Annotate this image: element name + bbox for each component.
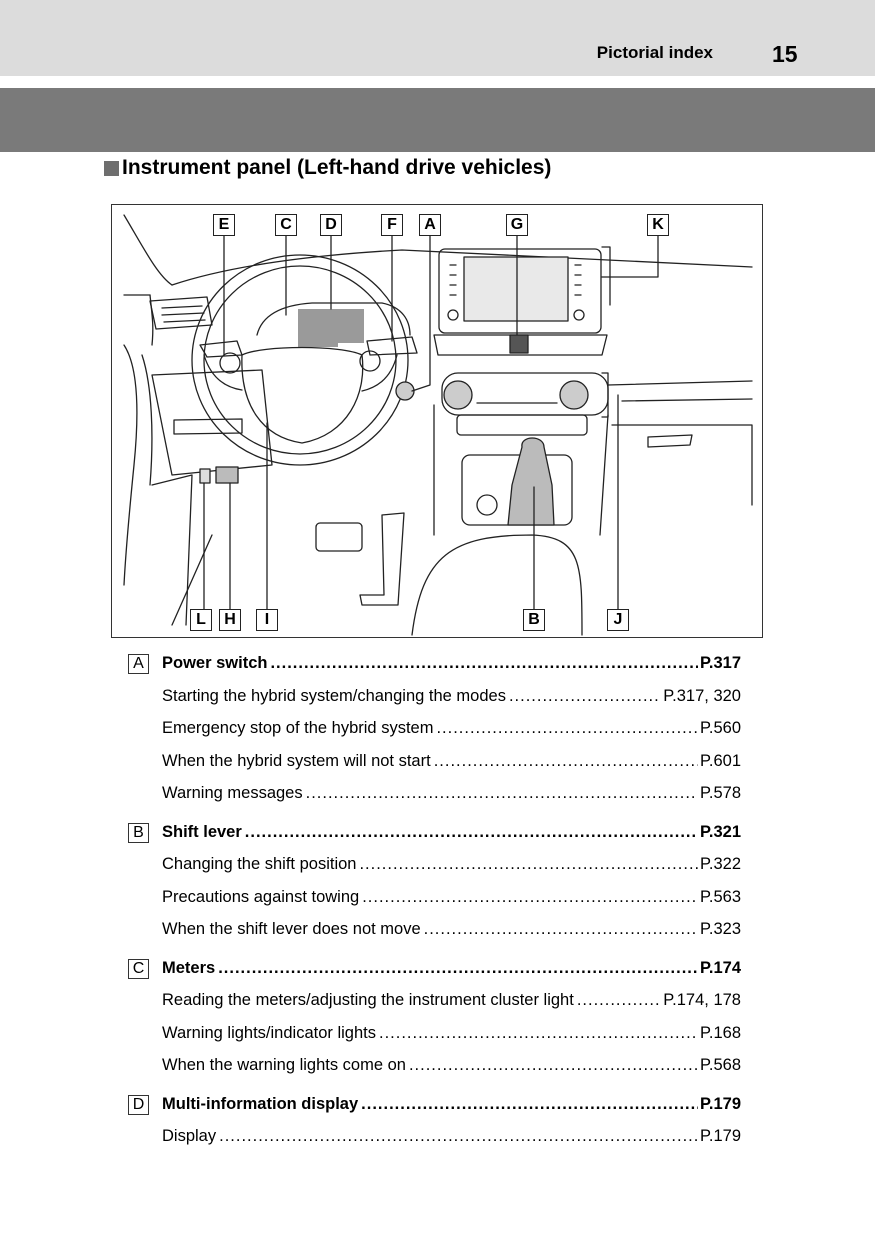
entry-sub-text: Emergency stop of the hybrid system [162, 719, 437, 738]
callout-j: J [607, 609, 629, 631]
dot-leader [245, 823, 698, 842]
dot-leader [219, 1127, 698, 1146]
callout-e: E [213, 214, 235, 236]
dot-leader [359, 855, 698, 874]
instrument-panel-illustration: E C D F A G K L H I B J [111, 204, 763, 638]
entry-sub-row[interactable]: Display P.179 [162, 1127, 741, 1160]
entry-title-row[interactable]: Power switch P.317 [162, 654, 741, 687]
page-ref: P.321 [700, 822, 741, 841]
page-ref: P.168 [700, 1023, 741, 1042]
entry-group-c: C Meters P.174 Reading the meters/adjust… [126, 958, 746, 1089]
entry-group-d: D Multi-information display P.179 Displa… [126, 1094, 746, 1160]
entry-letter: A [128, 654, 149, 674]
dot-leader [509, 687, 661, 706]
dot-leader [409, 1056, 698, 1075]
entry-sub-row[interactable]: When the hybrid system will not start P.… [162, 751, 741, 785]
entry-sub-row[interactable]: Changing the shift position P.322 [162, 855, 741, 888]
section-heading: Instrument panel (Left-hand drive vehicl… [104, 156, 551, 180]
entry-sub-text: Starting the hybrid system/changing the … [162, 686, 509, 706]
dot-leader [379, 1024, 698, 1043]
header-band [0, 88, 875, 152]
page-ref: P.568 [700, 1056, 741, 1074]
page-ref: P.179 [700, 1127, 741, 1145]
dot-leader [436, 719, 698, 738]
entry-letter: B [128, 822, 149, 843]
dot-leader [434, 752, 698, 771]
callout-a: A [419, 214, 441, 236]
entry-sub-text: Warning lights/indicator lights [162, 1023, 379, 1043]
callout-l: L [190, 609, 212, 631]
entry-sub-row[interactable]: Precautions against towing P.563 [162, 887, 741, 921]
page-ref: P.179 [700, 1094, 741, 1113]
section-label: Pictorial index [596, 43, 713, 62]
entry-title: Meters [162, 958, 219, 978]
dot-leader [270, 654, 698, 673]
index-entries: A Power switch P.317 Starting the hybrid… [126, 654, 746, 1166]
page-ref: P.317, 320 [663, 686, 741, 705]
entry-sub-text: Warning messages [162, 784, 306, 803]
entry-sub-row[interactable]: When the shift lever does not move P.323 [162, 920, 741, 953]
callout-c: C [275, 214, 297, 236]
dot-leader [218, 959, 698, 978]
entry-title-row[interactable]: Shift lever P.321 [162, 822, 741, 856]
page-ref: P.323 [700, 920, 741, 938]
page-ref: P.174, 178 [663, 991, 741, 1009]
entry-title: Power switch [162, 654, 271, 673]
entry-sub-row[interactable]: When the warning lights come on P.568 [162, 1056, 741, 1089]
entry-sub-text: Precautions against towing [162, 887, 363, 907]
page-ref: P.322 [700, 855, 741, 873]
entry-sub-text: Display [162, 1127, 220, 1146]
entry-sub-text: When the warning lights come on [162, 1056, 409, 1075]
entry-letter: D [128, 1094, 149, 1115]
header-bar: Pictorial index 15 [0, 0, 875, 76]
dot-leader [361, 1095, 698, 1114]
entry-letter: C [128, 958, 149, 979]
entry-sub-row[interactable]: Warning lights/indicator lights P.168 [162, 1023, 741, 1057]
page-ref: P.578 [700, 784, 741, 802]
entry-title: Multi-information display [162, 1094, 362, 1114]
page-ref: P.174 [700, 958, 741, 977]
page-ref: P.601 [700, 751, 741, 770]
callout-g: G [506, 214, 528, 236]
entry-title-row[interactable]: Multi-information display P.179 [162, 1094, 741, 1128]
entry-title: Shift lever [162, 822, 245, 842]
callout-b: B [523, 609, 545, 631]
page-ref: P.560 [700, 719, 741, 737]
dot-leader [306, 784, 698, 803]
heading-square-icon [104, 160, 119, 176]
entry-group-a: A Power switch P.317 Starting the hybrid… [126, 654, 746, 817]
dot-leader [362, 888, 698, 907]
entry-sub-text: Reading the meters/adjusting the instrum… [162, 991, 577, 1010]
callout-f: F [381, 214, 403, 236]
entry-sub-text: When the shift lever does not move [162, 920, 424, 939]
entry-sub-row[interactable]: Warning messages P.578 [162, 784, 741, 817]
entry-sub-row[interactable]: Emergency stop of the hybrid system P.56… [162, 719, 741, 752]
callout-k: K [647, 214, 669, 236]
heading-text: Instrument panel (Left-hand drive vehicl… [122, 156, 552, 179]
dot-leader [577, 991, 661, 1010]
callout-i: I [256, 609, 278, 631]
page-ref: P.563 [700, 887, 741, 906]
entry-sub-text: When the hybrid system will not start [162, 751, 434, 771]
callout-d: D [320, 214, 342, 236]
entry-sub-row[interactable]: Starting the hybrid system/changing the … [162, 686, 741, 720]
callout-h: H [219, 609, 241, 631]
dashboard-drawing [123, 214, 753, 636]
page-ref: P.317 [700, 654, 741, 672]
entry-sub-row[interactable]: Reading the meters/adjusting the instrum… [162, 991, 741, 1024]
entry-title-row[interactable]: Meters P.174 [162, 958, 741, 992]
entry-group-b: B Shift lever P.321 Changing the shift p… [126, 822, 746, 953]
dot-leader [424, 920, 698, 939]
page-number: 15 [772, 41, 798, 67]
entry-sub-text: Changing the shift position [162, 855, 360, 874]
